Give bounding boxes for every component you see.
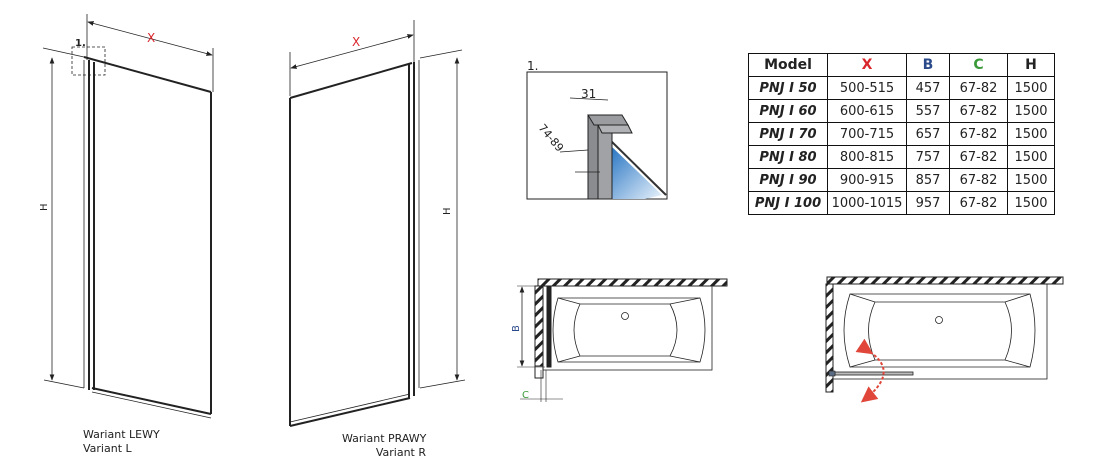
detail-profile-drawing <box>526 71 668 200</box>
header-model: Model <box>748 53 828 77</box>
cell-h: 1500 <box>1007 99 1055 123</box>
left-caption-line1: Wariant LEWY <box>83 428 160 441</box>
header-b: B <box>906 53 950 77</box>
table-header-row: Model X B C H <box>748 53 1055 77</box>
cell-b: 857 <box>906 168 950 192</box>
left-detail-marker: 1. <box>75 38 86 49</box>
plan-dim-c: C <box>522 390 529 401</box>
cell-h: 1500 <box>1007 122 1055 146</box>
swing-arrow-icon <box>855 338 885 403</box>
cell-x: 700-715 <box>827 122 907 146</box>
cell-b: 957 <box>906 191 950 215</box>
cell-x: 1000-1015 <box>827 191 907 215</box>
cell-c: 67-82 <box>949 99 1008 123</box>
left-dim-h: H <box>39 203 50 211</box>
cell-b: 557 <box>906 99 950 123</box>
cell-c: 67-82 <box>949 191 1008 215</box>
cell-model: PNJ I 90 <box>748 168 828 192</box>
detail-width-label: 31 <box>581 87 596 101</box>
cell-x: 600-615 <box>827 99 907 123</box>
cell-model: PNJ I 50 <box>748 76 828 100</box>
left-caption-line2: Variant L <box>83 442 132 455</box>
cell-x: 800-815 <box>827 145 907 169</box>
cell-h: 1500 <box>1007 145 1055 169</box>
cell-h: 1500 <box>1007 191 1055 215</box>
cell-model: PNJ I 100 <box>748 191 828 215</box>
right-variant-drawing <box>289 20 466 427</box>
header-c: C <box>949 53 1008 77</box>
right-caption-line2: Variant R <box>375 446 426 459</box>
left-dim-x: X <box>147 31 155 45</box>
right-caption-line1: Wariant PRAWY <box>342 432 427 445</box>
cell-c: 67-82 <box>949 122 1008 146</box>
cell-h: 1500 <box>1007 168 1055 192</box>
header-h: H <box>1007 53 1055 77</box>
cell-h: 1500 <box>1007 76 1055 100</box>
cell-b: 757 <box>906 145 950 169</box>
cell-b: 457 <box>906 76 950 100</box>
cell-c: 67-82 <box>949 145 1008 169</box>
plan-dim-b: B <box>511 325 522 332</box>
detail-marker-box <box>71 46 106 76</box>
cell-x: 900-915 <box>827 168 907 192</box>
right-dim-x: X <box>352 35 360 49</box>
plan-view-right <box>825 276 1064 403</box>
left-variant-drawing <box>42 14 214 419</box>
plan-view-left <box>517 278 728 402</box>
cell-c: 67-82 <box>949 76 1008 100</box>
header-x: X <box>827 53 907 77</box>
detail-title: 1. <box>527 59 538 73</box>
cell-x: 500-515 <box>827 76 907 100</box>
cell-model: PNJ I 60 <box>748 99 828 123</box>
cell-model: PNJ I 70 <box>748 122 828 146</box>
right-caption: Wariant PRAWY Variant R <box>342 432 426 460</box>
cell-b: 657 <box>906 122 950 146</box>
left-caption: Wariant LEWY Variant L <box>83 428 160 456</box>
right-dim-h: H <box>442 207 453 215</box>
cell-c: 67-82 <box>949 168 1008 192</box>
cell-model: PNJ I 80 <box>748 145 828 169</box>
